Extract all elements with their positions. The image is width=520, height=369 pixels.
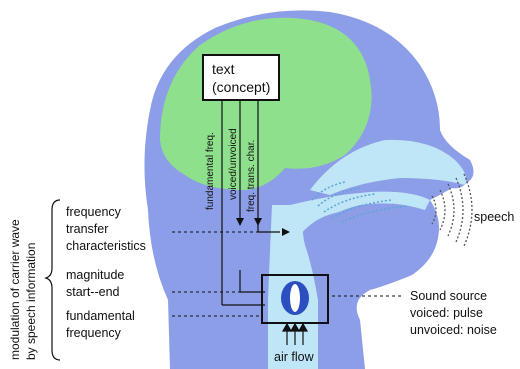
label-start-end: start--end: [66, 285, 120, 300]
air-flow-arrows: [283, 324, 307, 345]
label-frequency: frequency: [66, 205, 121, 220]
label-magnitude: magnitude: [66, 268, 124, 283]
label-air-flow: air flow: [274, 350, 314, 365]
side-caption-line-1: modulation of carrier wave: [8, 219, 22, 360]
left-bracket: [46, 200, 60, 360]
label-speech: speech: [474, 210, 514, 225]
label-frequency-2: frequency: [66, 326, 121, 341]
label-unvoiced-noise: unvoiced: noise: [410, 323, 497, 338]
vertical-label-fundamental: fundamental freq.: [205, 132, 216, 210]
label-transfer: transfer: [66, 222, 108, 237]
vocal-fold-inner: [290, 284, 300, 312]
vertical-label-freq-trans: freq. trans. char.: [246, 140, 257, 212]
label-voiced-pulse: voiced: pulse: [410, 306, 483, 321]
side-caption: modulation of carrier wave by speech inf…: [8, 200, 48, 360]
label-fundamental: fundamental: [66, 309, 135, 324]
concept-box: text (concept): [202, 54, 280, 101]
label-sound-source: Sound source: [410, 289, 487, 304]
side-caption-line-2: by speech information: [24, 243, 38, 360]
concept-line-1: text: [212, 61, 235, 77]
concept-line-2: (concept): [212, 79, 270, 95]
label-characteristics: characteristics: [66, 239, 146, 254]
vertical-label-voiced: voiced/unvoiced: [228, 128, 239, 200]
